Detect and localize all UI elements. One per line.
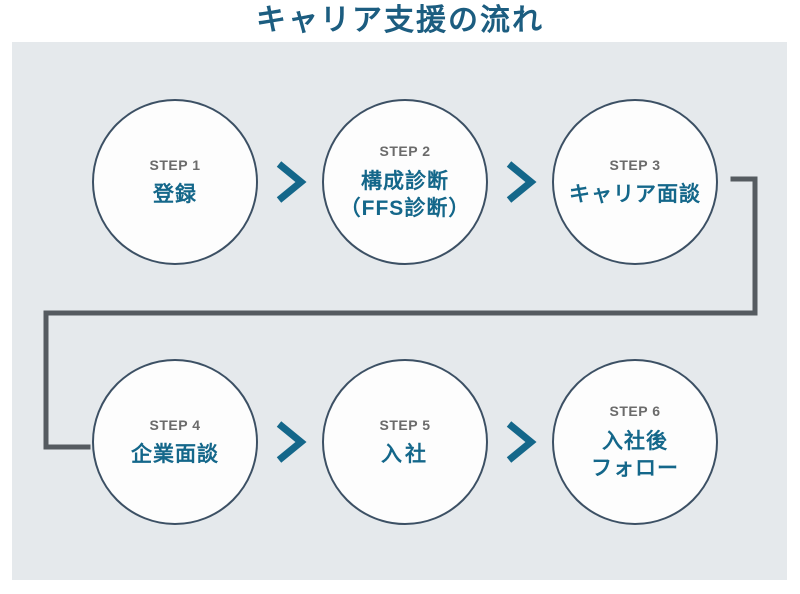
chevron-step4-to-step5	[276, 421, 307, 463]
step-title-line2: （FFS診断）	[339, 196, 471, 220]
step-title: 入社後	[602, 429, 668, 453]
step-label: STEP 6	[609, 402, 661, 419]
step-label: STEP 1	[149, 156, 201, 173]
chevron-step1-to-step2	[276, 161, 307, 203]
step-title: 構成診断	[361, 169, 449, 193]
step-title: 登録	[153, 182, 197, 206]
step-label: STEP 5	[379, 416, 431, 433]
step-label: STEP 3	[609, 156, 661, 173]
step-title: 入社	[381, 442, 429, 466]
step-node-5[interactable]: STEP 5 入社	[322, 359, 488, 525]
step-node-4[interactable]: STEP 4 企業面談	[92, 359, 258, 525]
page-title: キャリア支援の流れ	[256, 4, 544, 37]
step-label: STEP 2	[379, 142, 431, 159]
step-node-1[interactable]: STEP 1 登録	[92, 99, 258, 265]
step-title: キャリア面談	[569, 182, 701, 206]
step-node-2[interactable]: STEP 2 構成診断 （FFS診断）	[322, 99, 488, 265]
step-title-line2: フォロー	[591, 456, 679, 480]
step-node-6[interactable]: STEP 6 入社後 フォロー	[552, 359, 718, 525]
step-node-3[interactable]: STEP 3 キャリア面談	[552, 99, 718, 265]
step-title: 企業面談	[131, 442, 219, 466]
step-label: STEP 4	[149, 416, 201, 433]
chevron-step2-to-step3	[506, 161, 537, 203]
chevron-step5-to-step6	[506, 421, 537, 463]
